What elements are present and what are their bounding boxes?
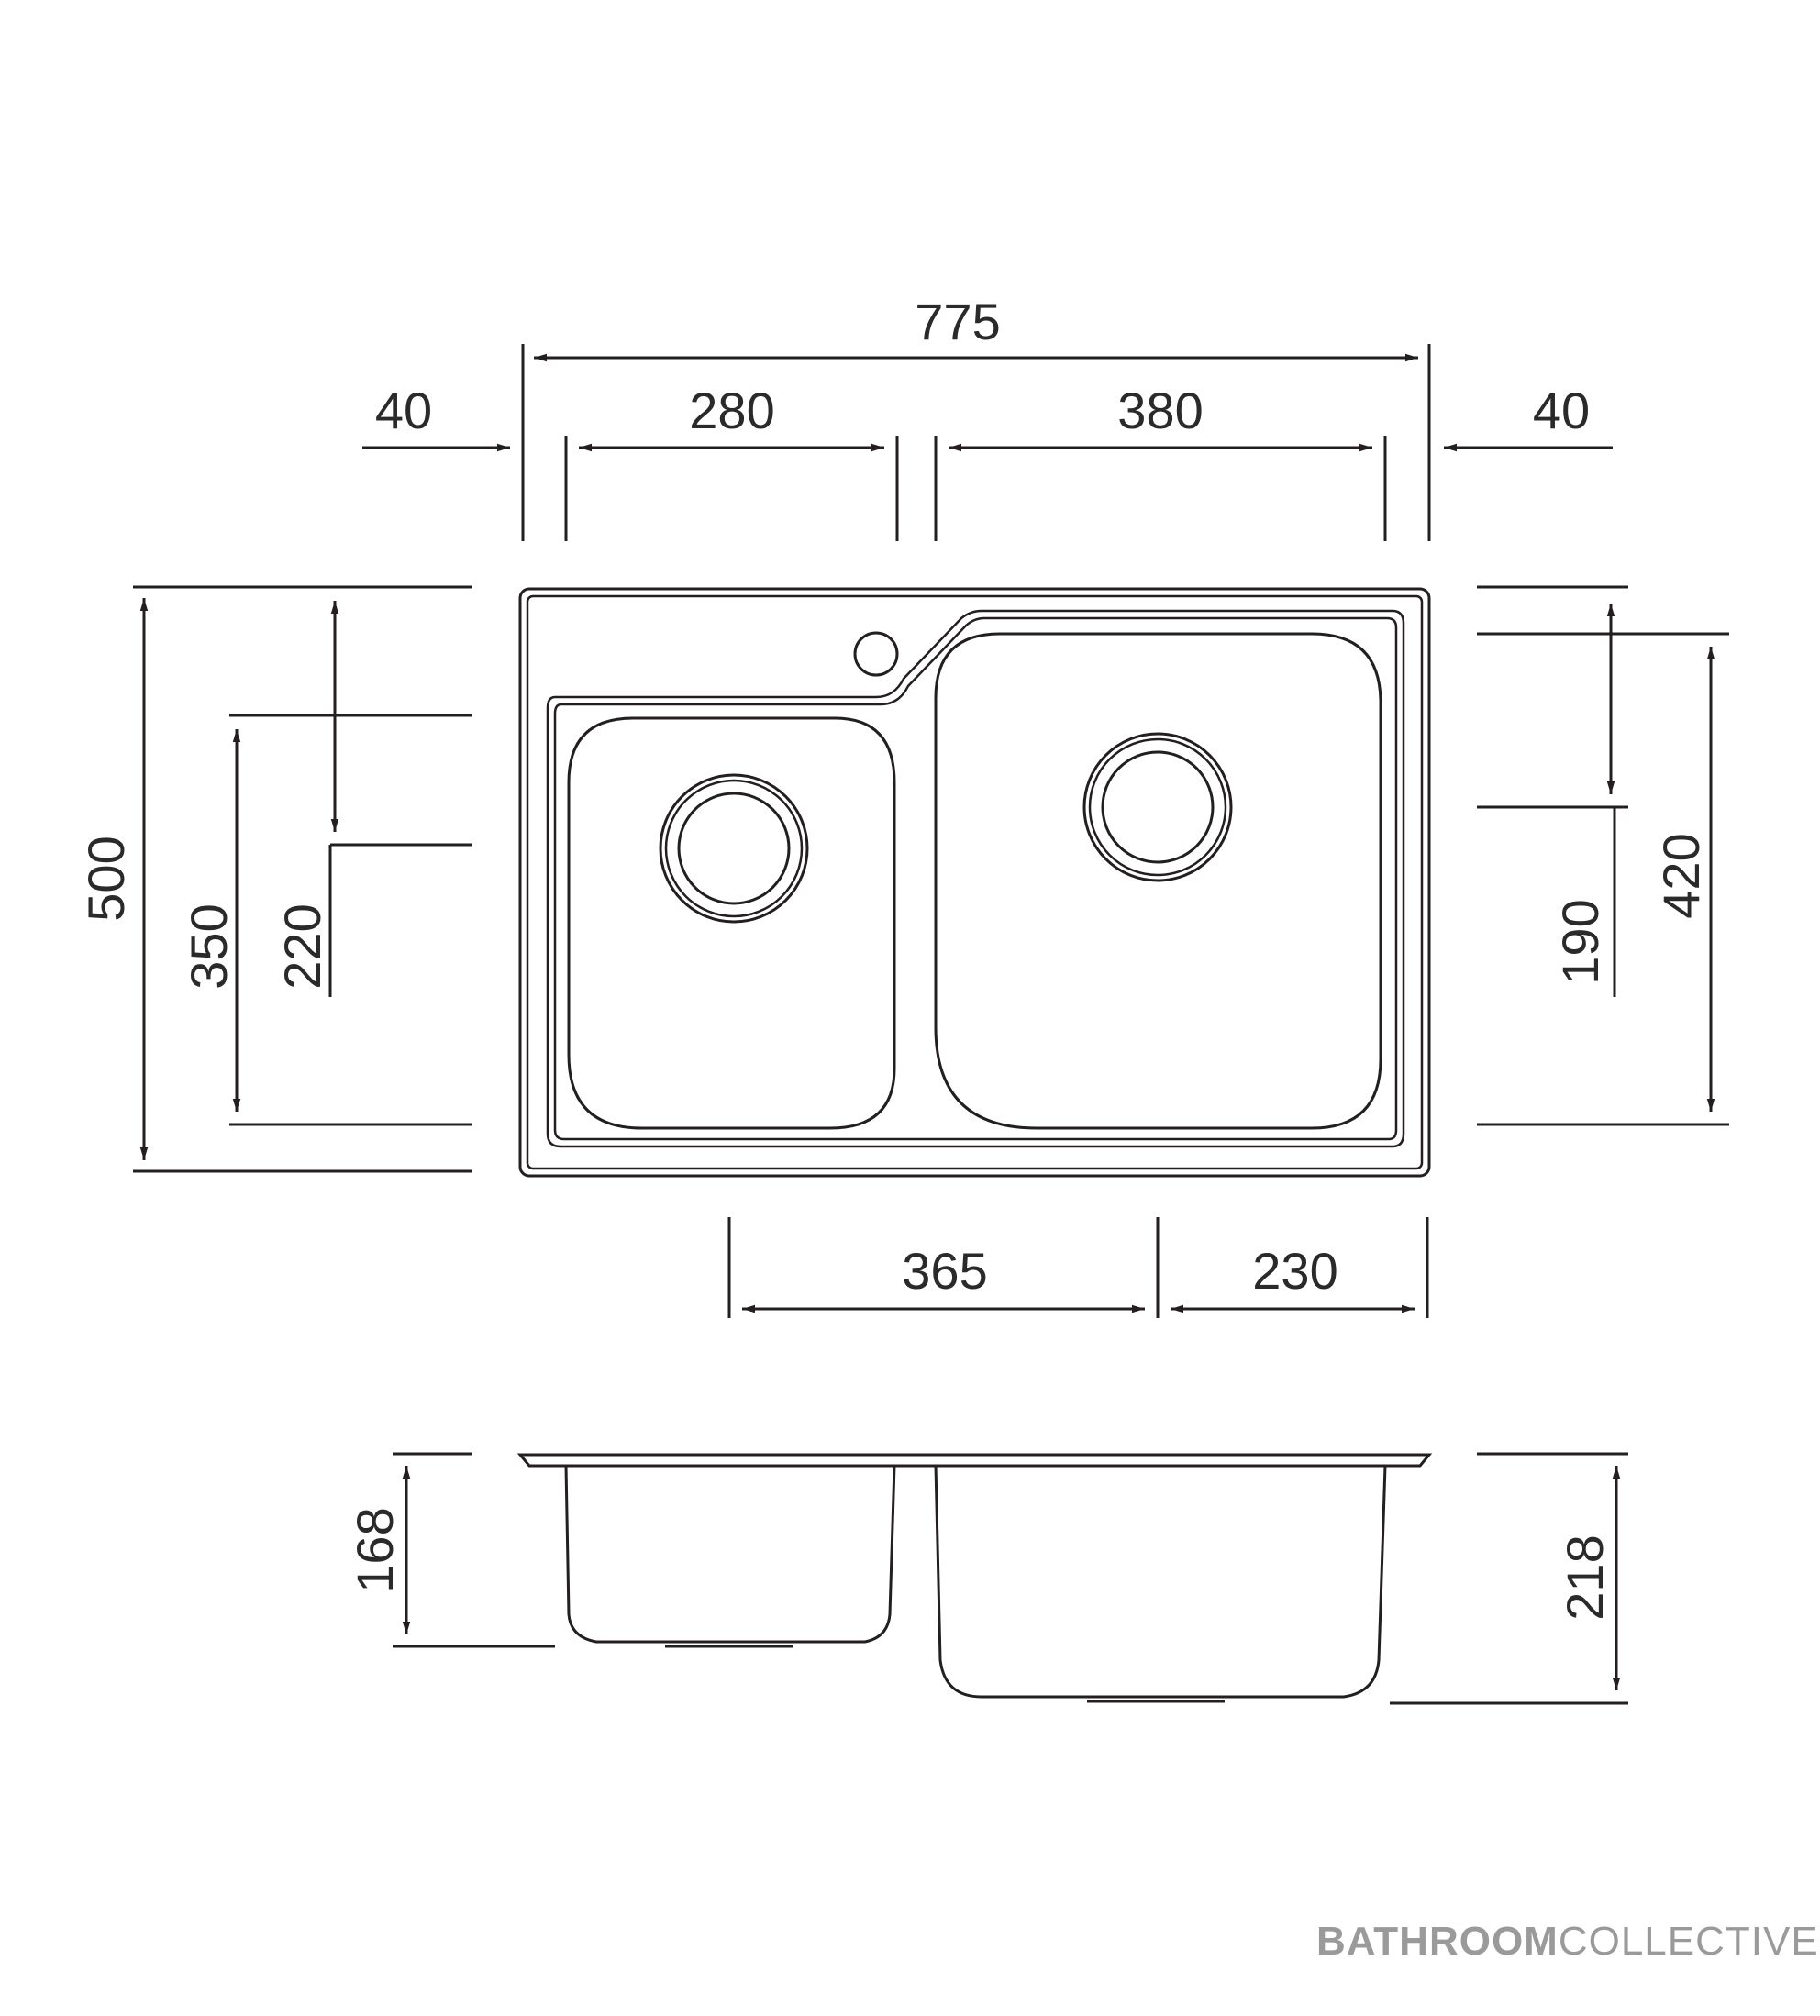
dim-365-label: 365 <box>902 1242 987 1300</box>
sink-plan-view <box>518 587 1431 1178</box>
sink-side-view: 168 218 <box>346 1452 1628 1705</box>
dim-220-label: 220 <box>273 903 331 989</box>
side-right-bowl <box>934 1465 1387 1699</box>
left-bowl <box>567 716 896 1130</box>
dim-350-label: 350 <box>180 903 238 989</box>
brand-light-text: COLLECTIVE <box>1558 1919 1819 1964</box>
dim-40-right-label: 40 <box>1533 382 1590 439</box>
brand-logo: BATHROOMCOLLECTIVE <box>1316 1919 1819 1965</box>
dim-420-label: 420 <box>1652 833 1710 918</box>
dim-230-label: 230 <box>1252 1242 1337 1300</box>
right-drain <box>1082 732 1233 882</box>
dim-218-label: 218 <box>1556 1534 1614 1620</box>
dim-775-label: 775 <box>915 293 1000 350</box>
right-dimensions: 190 420 <box>1477 585 1729 1126</box>
bottom-dimensions: 365 230 <box>727 1217 1429 1318</box>
brand-bold-text: BATHROOM <box>1316 1919 1559 1964</box>
dim-500-label: 500 <box>77 836 135 921</box>
dim-380-label: 380 <box>1117 382 1203 439</box>
right-bowl <box>934 632 1382 1130</box>
left-dimensions: 500 350 220 <box>77 585 472 1173</box>
dim-168-label: 168 <box>346 1507 404 1592</box>
side-left-bowl <box>564 1465 896 1644</box>
left-drain <box>659 773 809 924</box>
dim-40-left-label: 40 <box>375 382 432 439</box>
dim-280-label: 280 <box>689 382 774 439</box>
top-dimensions: 775 40 280 380 40 <box>362 293 1613 541</box>
dim-190-label: 190 <box>1551 899 1609 984</box>
tap-hole <box>853 631 899 677</box>
